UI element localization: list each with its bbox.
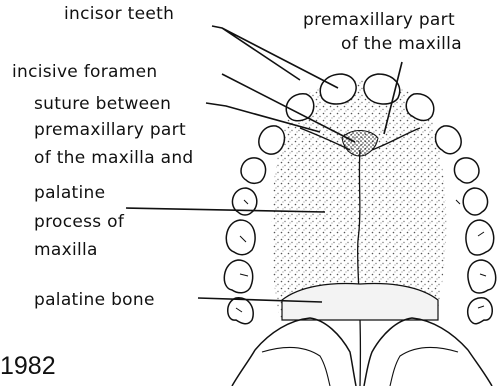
- tooth-incisor-r1: [364, 74, 400, 104]
- label-premaxillary-part-line2: of the maxilla: [341, 34, 462, 55]
- pterygoid-right: [390, 347, 458, 386]
- pterygoid-left: [262, 347, 330, 386]
- tooth-premolar-r1: [454, 158, 479, 183]
- tooth-canine-l: [259, 126, 285, 154]
- label-incisive-foramen: incisive foramen: [12, 62, 157, 83]
- label-suture-line1: suture between: [34, 94, 171, 115]
- label-premaxillary-part-line1: premaxillary part: [303, 10, 455, 31]
- tooth-incisor-l1: [320, 74, 356, 104]
- posterior-margin: [232, 318, 492, 386]
- label-palatine-process-line2: process of: [34, 212, 124, 233]
- tooth-incisor-l2: [286, 94, 314, 121]
- tooth-molar-r3: [468, 298, 493, 324]
- label-palatine-process-line3: maxilla: [34, 240, 98, 261]
- label-suture-line2: premaxillary part: [34, 120, 186, 141]
- tooth-molar-r2: [468, 260, 496, 293]
- tooth-molar-r1: [466, 220, 494, 255]
- tooth-premolar-r2: [463, 188, 487, 215]
- tooth-premolar-l1: [241, 158, 266, 183]
- year-label: 1982: [0, 354, 56, 379]
- tooth-canine-r: [436, 126, 462, 154]
- label-incisor-teeth: incisor teeth: [64, 4, 174, 25]
- tooth-molar-l2: [224, 260, 252, 293]
- label-palatine-process-line1: palatine: [34, 183, 105, 204]
- label-palatine-bone: palatine bone: [34, 290, 155, 311]
- label-suture-line3: of the maxilla and: [34, 148, 194, 169]
